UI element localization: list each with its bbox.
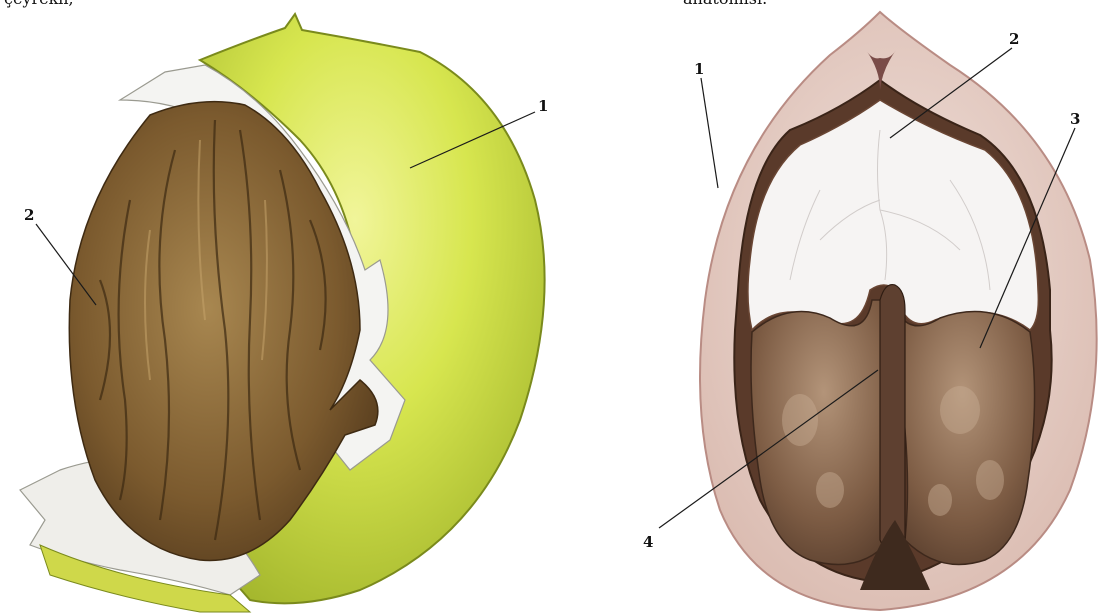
- callout-label-1: 1: [538, 97, 548, 115]
- walnut-section-illustration: [700, 12, 1097, 610]
- central-septum: [880, 285, 905, 565]
- caption-fragment-right: anatomisi.: [683, 0, 767, 8]
- callout-label-2: 2: [24, 206, 34, 224]
- caption-fragment-left: çeyrekli;: [4, 0, 74, 8]
- callout-label-4: 4: [643, 533, 653, 551]
- leader-line: [701, 78, 718, 188]
- kernel-left: [751, 300, 897, 565]
- callout-label-3: 3: [1070, 110, 1080, 128]
- callout-label-2: 2: [1009, 30, 1019, 48]
- walnut-whole-illustration: [20, 14, 545, 612]
- callout-label-1: 1: [694, 60, 704, 78]
